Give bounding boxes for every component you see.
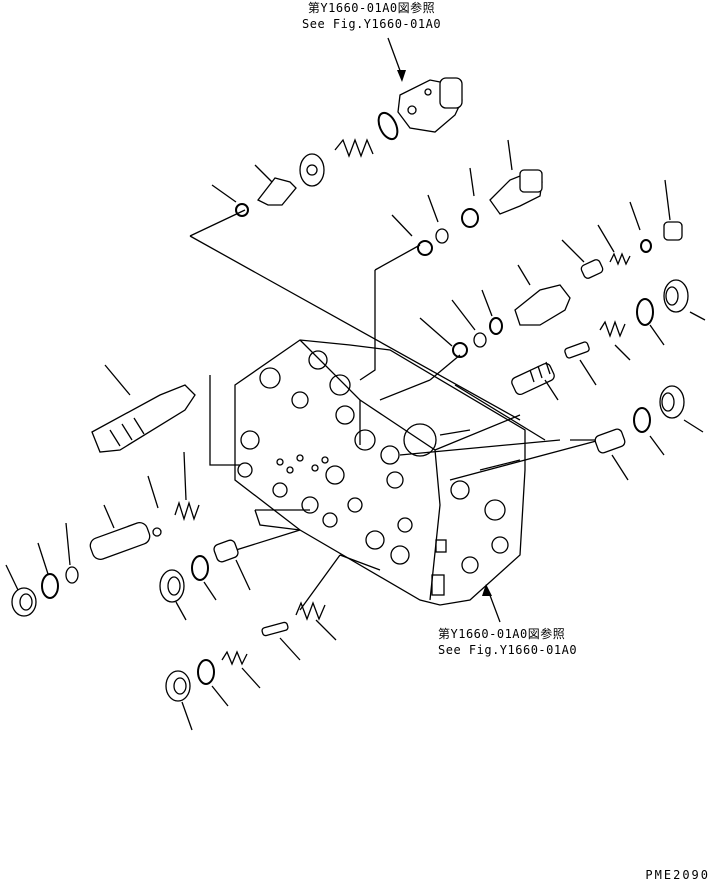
o-ring — [452, 342, 468, 358]
flange-cover — [397, 77, 463, 133]
check-valve — [594, 428, 626, 454]
plug — [159, 569, 185, 603]
spring — [174, 500, 200, 522]
spring — [599, 320, 626, 338]
bottom-figure-reference: 第Y1660-01A0図参照 See Fig.Y1660-01A0 — [438, 626, 577, 658]
drawing-code: PME2090 — [645, 868, 710, 882]
small-plug — [663, 221, 683, 241]
reference-line-jp: 第Y1660-01A0図参照 — [307, 1, 436, 15]
spool — [89, 522, 162, 560]
arrow-to-bottom-reference — [482, 584, 501, 623]
spring — [334, 138, 374, 158]
o-ring — [640, 239, 652, 253]
plug — [165, 670, 191, 702]
o-ring — [489, 317, 503, 335]
o-ring — [191, 555, 209, 581]
o-ring — [41, 573, 59, 599]
valve — [514, 284, 571, 326]
piston — [580, 259, 604, 279]
stem — [261, 621, 289, 637]
plug — [299, 153, 325, 187]
arrow-to-top-reference — [387, 37, 406, 82]
plug — [11, 587, 37, 617]
poppet — [257, 177, 297, 206]
o-ring — [461, 208, 479, 228]
o-ring — [197, 659, 215, 685]
reference-line-en: See Fig.Y1660-01A0 — [438, 643, 578, 657]
spool-end — [511, 361, 555, 396]
poppet — [213, 539, 239, 563]
top-figure-reference: 第Y1660-01A0図参照 See Fig.Y1660-01A0 — [302, 0, 441, 32]
spring — [609, 252, 631, 266]
relief-valve — [489, 169, 543, 215]
o-ring — [377, 111, 399, 141]
main-relief-valve — [91, 384, 196, 453]
plug — [659, 385, 685, 419]
o-ring — [636, 298, 654, 326]
retainer — [65, 566, 79, 584]
stem — [564, 341, 590, 359]
callout-lines — [5, 139, 706, 731]
leader-lines — [189, 209, 601, 611]
backup-ring — [473, 332, 487, 348]
spring — [295, 601, 326, 621]
valve-body — [234, 339, 526, 606]
reference-line-jp: 第Y1660-01A0図参照 — [438, 627, 566, 641]
o-ring — [235, 203, 249, 217]
backup-ring — [435, 228, 449, 244]
plug — [663, 279, 689, 313]
o-ring — [417, 240, 433, 256]
o-ring — [633, 407, 651, 433]
reference-line-en: See Fig.Y1660-01A0 — [302, 17, 442, 31]
spring — [221, 650, 248, 666]
